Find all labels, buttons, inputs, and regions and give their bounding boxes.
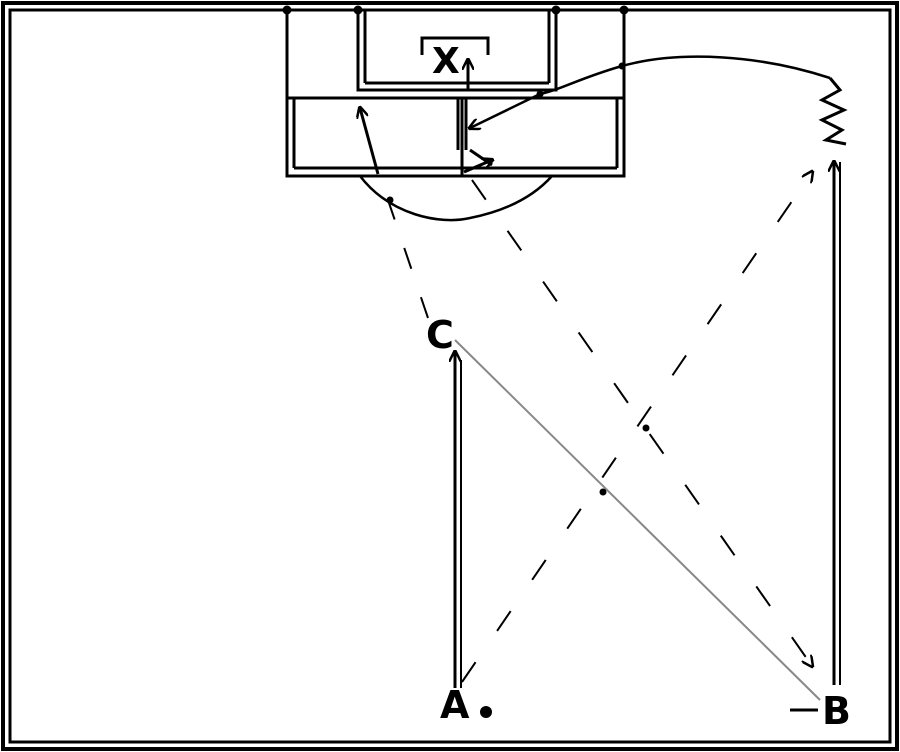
- backboard-rim: [420, 36, 490, 55]
- ball-icon: [480, 706, 492, 718]
- player-x-label: X: [432, 41, 460, 82]
- player-c-label: C: [426, 313, 454, 357]
- player-a-label: A: [440, 683, 470, 727]
- key-area: [282, 5, 629, 178]
- cut-arrow-left: [360, 108, 380, 175]
- dashed-c-to-arc: [387, 199, 429, 319]
- pass-c-to-b: [454, 339, 821, 701]
- curved-pass-to-post: [539, 55, 831, 96]
- dashed-pass-a-to-corner: [461, 172, 812, 683]
- pass-to-post-arrow: [470, 92, 541, 128]
- outer-lane: [285, 8, 626, 178]
- dribble-zigzag: [818, 77, 848, 146]
- player-b-label: B: [822, 689, 851, 733]
- dashed-pass-post-to-b: [471, 179, 812, 666]
- inner-lane: [356, 8, 558, 92]
